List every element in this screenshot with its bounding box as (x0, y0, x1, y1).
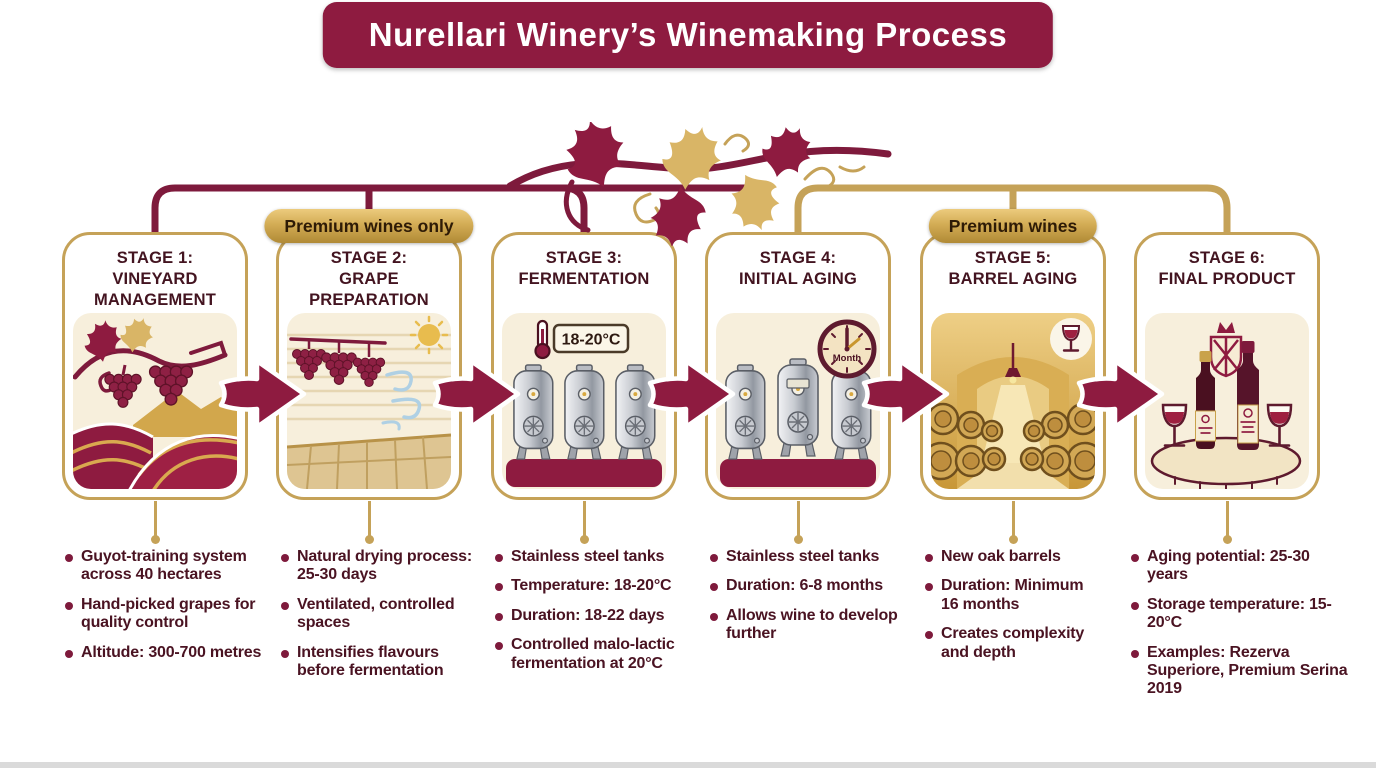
stage-card-5: STAGE 5: BARREL AGING (920, 232, 1106, 500)
stage-1-details: Guyot-training system across 40 hectares… (64, 548, 266, 673)
detail-item: Ventilated, controlled spaces (280, 596, 476, 633)
detail-item: Duration: 18-22 days (494, 607, 696, 625)
bottom-edge-strip (0, 762, 1376, 768)
grapevine-decoration (506, 122, 892, 246)
stage-card-6: STAGE 6: FINAL PRODUCT (1134, 232, 1320, 500)
detail-item: Duration: 6-8 months (709, 577, 905, 595)
stub-stage1 (150, 501, 160, 544)
stage-5-details: New oak barrels Duration: Minimum 16 mon… (924, 548, 1104, 673)
arrow-stage3-to-stage4 (647, 358, 736, 430)
vineyard-illustration (73, 313, 237, 489)
fermentation-tanks-illustration: 18-20°C (502, 313, 666, 489)
arrow-stage2-to-stage3 (432, 358, 521, 430)
month-label: Month (833, 353, 862, 364)
stub-stage3 (579, 501, 589, 544)
grape-drying-illustration (287, 313, 451, 489)
detail-item: Hand-picked grapes for quality control (64, 596, 266, 633)
wine-glass-right (1266, 403, 1293, 447)
arrow-stage5-to-stage6 (1076, 358, 1165, 430)
thermometer-icon (534, 319, 551, 360)
maroon-connector (151, 184, 749, 244)
detail-item: New oak barrels (924, 548, 1104, 566)
title-banner: Nurellari Winery’s Winemaking Process (322, 2, 1054, 68)
detail-item: Guyot-training system across 40 hectares (64, 548, 266, 585)
stage-4-details: Stainless steel tanks Duration: 6-8 mont… (709, 548, 905, 655)
stub-stage6 (1222, 501, 1232, 544)
stage-1-label: STAGE 1: (116, 249, 194, 267)
stage-6-details: Aging potential: 25-30 years Storage tem… (1130, 548, 1354, 710)
winery-crest-icon (1209, 322, 1243, 378)
temperature-label: 18-20°C (562, 332, 621, 349)
detail-item: Natural drying process: 25-30 days (280, 548, 476, 585)
detail-item: Controlled malo-lactic fermentation at 2… (494, 636, 696, 673)
final-product-illustration (1145, 313, 1309, 489)
stage-card-4: STAGE 4: INITIAL AGING Mo (705, 232, 891, 500)
arrow-stage4-to-stage5 (861, 358, 950, 430)
detail-item: Storage temperature: 15-20°C (1130, 596, 1354, 633)
stage-3-name: FERMENTATION (518, 270, 650, 289)
barrels-right (1019, 402, 1095, 481)
stage-2-name: GRAPE PREPARATION (309, 270, 429, 310)
barrel-cellar-illustration (931, 313, 1095, 489)
stage-6-name: FINAL PRODUCT (1158, 270, 1296, 289)
month-clock-icon: Month (817, 319, 877, 379)
detail-item: Duration: Minimum 16 months (924, 577, 1104, 614)
stage-5-name: BARREL AGING (948, 270, 1078, 289)
stage-3-label: STAGE 3: (545, 249, 623, 267)
stage-card-3: STAGE 3: FERMENTATION 18-20°C (491, 232, 677, 500)
detail-item: Creates complexity and depth (924, 625, 1104, 662)
arrow-stage1-to-stage2 (218, 358, 307, 430)
stage-6-title: STAGE 6: FINAL PRODUCT (1137, 248, 1317, 290)
stage-6-label: STAGE 6: (1188, 249, 1266, 267)
stage-card-2: STAGE 2: GRAPE PREPARATION (276, 232, 462, 500)
stage-3-title: STAGE 3: FERMENTATION (494, 248, 674, 290)
page-title: Nurellari Winery’s Winemaking Process (368, 16, 1008, 53)
detail-item: Examples: Rezerva Superiore, Premium Ser… (1130, 644, 1354, 699)
wine-glass-left (1161, 403, 1188, 447)
stage-4-label: STAGE 4: (759, 249, 837, 267)
barrels-left (931, 402, 1007, 481)
stub-stage4 (793, 501, 803, 544)
stage-5-title: STAGE 5: BARREL AGING (923, 248, 1103, 290)
detail-item: Altitude: 300-700 metres (64, 644, 266, 662)
premium-badge-stage2: Premium wines only (264, 209, 474, 243)
stage-card-1: STAGE 1: VINEYARD MANAGEMENT (62, 232, 248, 500)
detail-item: Stainless steel tanks (709, 548, 905, 566)
stage-5-label: STAGE 5: (974, 249, 1052, 267)
detail-item: Aging potential: 25-30 years (1130, 548, 1354, 585)
detail-item: Allows wine to develop further (709, 607, 905, 644)
stage-3-details: Stainless steel tanks Temperature: 18-20… (494, 548, 696, 684)
stage-1-name: VINEYARD MANAGEMENT (93, 270, 217, 310)
stage-4-name: INITIAL AGING (738, 270, 858, 289)
wine-bottle-left (1195, 351, 1216, 449)
premium-badge-stage5: Premium wines (928, 209, 1098, 243)
stage-2-details: Natural drying process: 25-30 days Venti… (280, 548, 476, 691)
detail-item: Intensifies flavours before fermentation (280, 644, 476, 681)
stage-1-title: STAGE 1: VINEYARD MANAGEMENT (65, 248, 245, 311)
stage-2-label: STAGE 2: (330, 249, 408, 267)
stub-stage2 (364, 501, 374, 544)
wine-glass-badge-icon (1050, 318, 1092, 360)
stage-2-title: STAGE 2: GRAPE PREPARATION (279, 248, 459, 311)
stub-stage5 (1008, 501, 1018, 544)
detail-item: Temperature: 18-20°C (494, 577, 696, 595)
detail-item: Stainless steel tanks (494, 548, 696, 566)
initial-aging-tanks-illustration: Month (716, 313, 880, 489)
wine-bottle-right (1237, 341, 1259, 450)
stage-4-title: STAGE 4: INITIAL AGING (708, 248, 888, 290)
